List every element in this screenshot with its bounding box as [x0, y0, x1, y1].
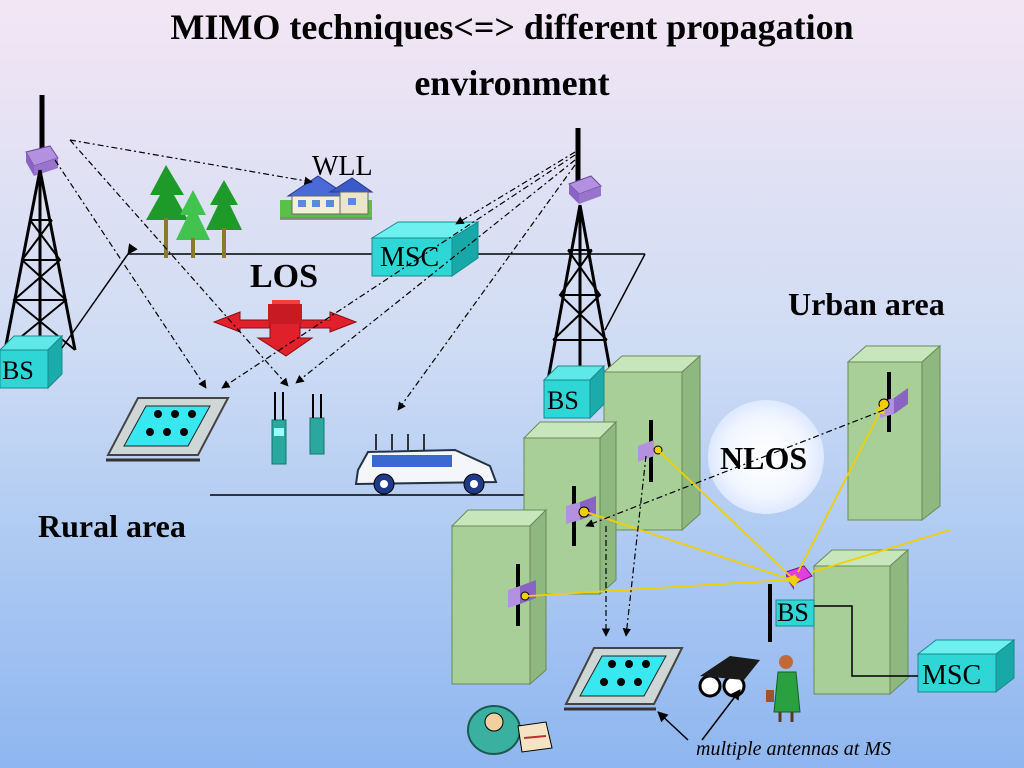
- handsets: [271, 392, 325, 465]
- slide-title-line1: MIMO techniques<=> different propagation: [170, 7, 854, 47]
- nlos-label: NLOS: [720, 440, 808, 476]
- bs-mid-box: [542, 364, 606, 420]
- middle-tower: [546, 128, 614, 381]
- ms-caption: multiple antennas at MS: [696, 738, 891, 760]
- building-middle-tall: [602, 354, 702, 532]
- building-right: [846, 344, 942, 522]
- los-label: LOS: [250, 258, 319, 295]
- rural-area-label: Rural area: [38, 508, 186, 544]
- bs-mid-label: BS: [547, 386, 579, 415]
- los-arrows: [212, 300, 358, 357]
- bs-urban-label: BS: [777, 598, 809, 627]
- trees: [146, 165, 242, 258]
- urban-area-label: Urban area: [788, 286, 945, 322]
- person-with-laptop: [467, 705, 553, 755]
- rural-signal-paths: [54, 139, 576, 411]
- ms-device: [698, 656, 760, 698]
- left-tower: [3, 95, 77, 351]
- msc-rural-label: MSC: [380, 242, 440, 273]
- person: [766, 655, 801, 722]
- wll-house: [280, 175, 374, 220]
- bs-left-label: BS: [2, 356, 34, 385]
- msc-urban-label: MSC: [922, 660, 982, 691]
- slide-title-line2: environment: [414, 63, 610, 103]
- building-front-left: [450, 508, 548, 686]
- laptop-urban: [564, 647, 684, 711]
- urban-signal-paths: [585, 409, 885, 637]
- car: [354, 434, 498, 495]
- yellow-rays: [527, 403, 951, 597]
- laptop-rural: [106, 397, 230, 462]
- msc-rural-box: [370, 221, 480, 277]
- msc-urban-box: [916, 638, 1016, 694]
- nlos-cloud: [708, 400, 824, 514]
- building-bs: [812, 548, 910, 696]
- wll-label: WLL: [312, 151, 373, 182]
- bs-left-box: [0, 334, 64, 390]
